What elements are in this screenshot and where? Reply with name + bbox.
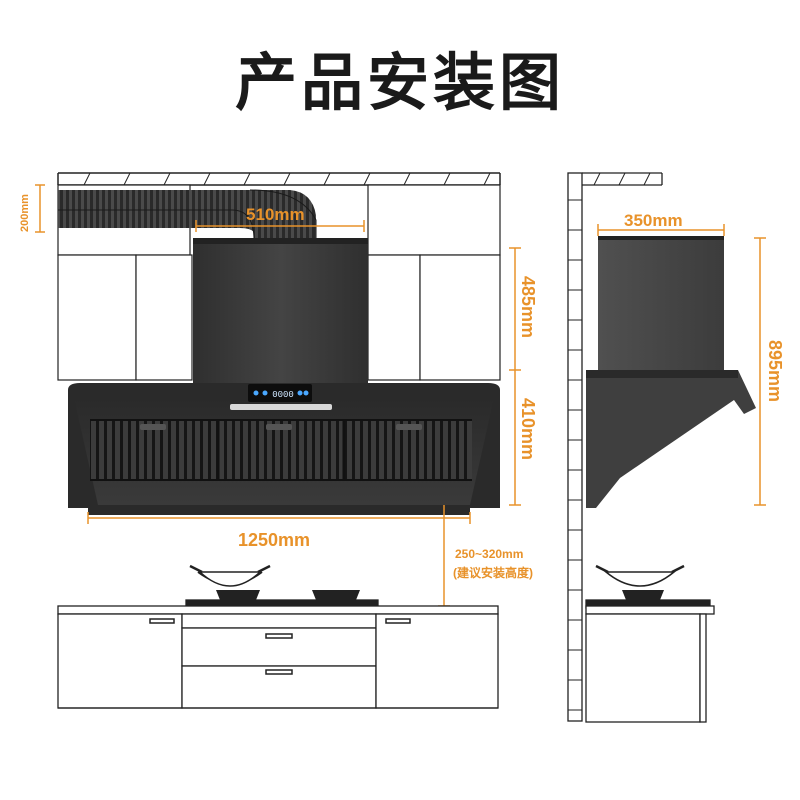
wok-front [189,564,271,602]
install-height-note: (建议安装高度) [453,566,533,580]
hood-width-dimension [87,512,471,524]
chimney-height-label: 485mm [518,276,538,339]
total-height-dimension [754,237,766,506]
side-cabinet [585,599,715,723]
light-button-icon[interactable] [262,390,268,396]
power-button-icon[interactable] [253,390,259,396]
side-wall [567,172,663,722]
hood-body [68,383,500,515]
side-wall-ticks [568,172,651,711]
control-display: 0000 [272,390,294,400]
vertical-dimensions-front [509,247,521,506]
chimney-cover [193,238,368,383]
side-depth-dimension [597,224,725,236]
timer-button-icon[interactable] [303,390,309,396]
install-height-label: 250~320mm [455,547,524,561]
burner-right [312,590,360,602]
ceiling-ticks [83,172,491,186]
side-hood [586,236,756,508]
hood-width-label: 1250mm [238,530,311,550]
hood-height-label: 410mm [518,398,538,461]
speed-button-icon[interactable] [297,390,303,396]
total-height-label: 895mm [765,340,785,403]
ceiling [57,172,501,186]
duct-height-dimension [35,184,45,233]
duct-height-label: 200mm [19,194,31,232]
control-panel[interactable]: 0000 [248,384,312,402]
cabinet-handles [149,618,411,675]
install-height-dimension [438,505,450,607]
duct-width-label: 510mm [246,205,305,224]
side-depth-label: 350mm [624,211,683,230]
wok-side [595,564,685,600]
base-cabinets [57,599,499,709]
upper-cabinets [57,184,501,381]
page-title: 产品安装图 [234,46,565,119]
duct-width-dimension [195,220,365,232]
